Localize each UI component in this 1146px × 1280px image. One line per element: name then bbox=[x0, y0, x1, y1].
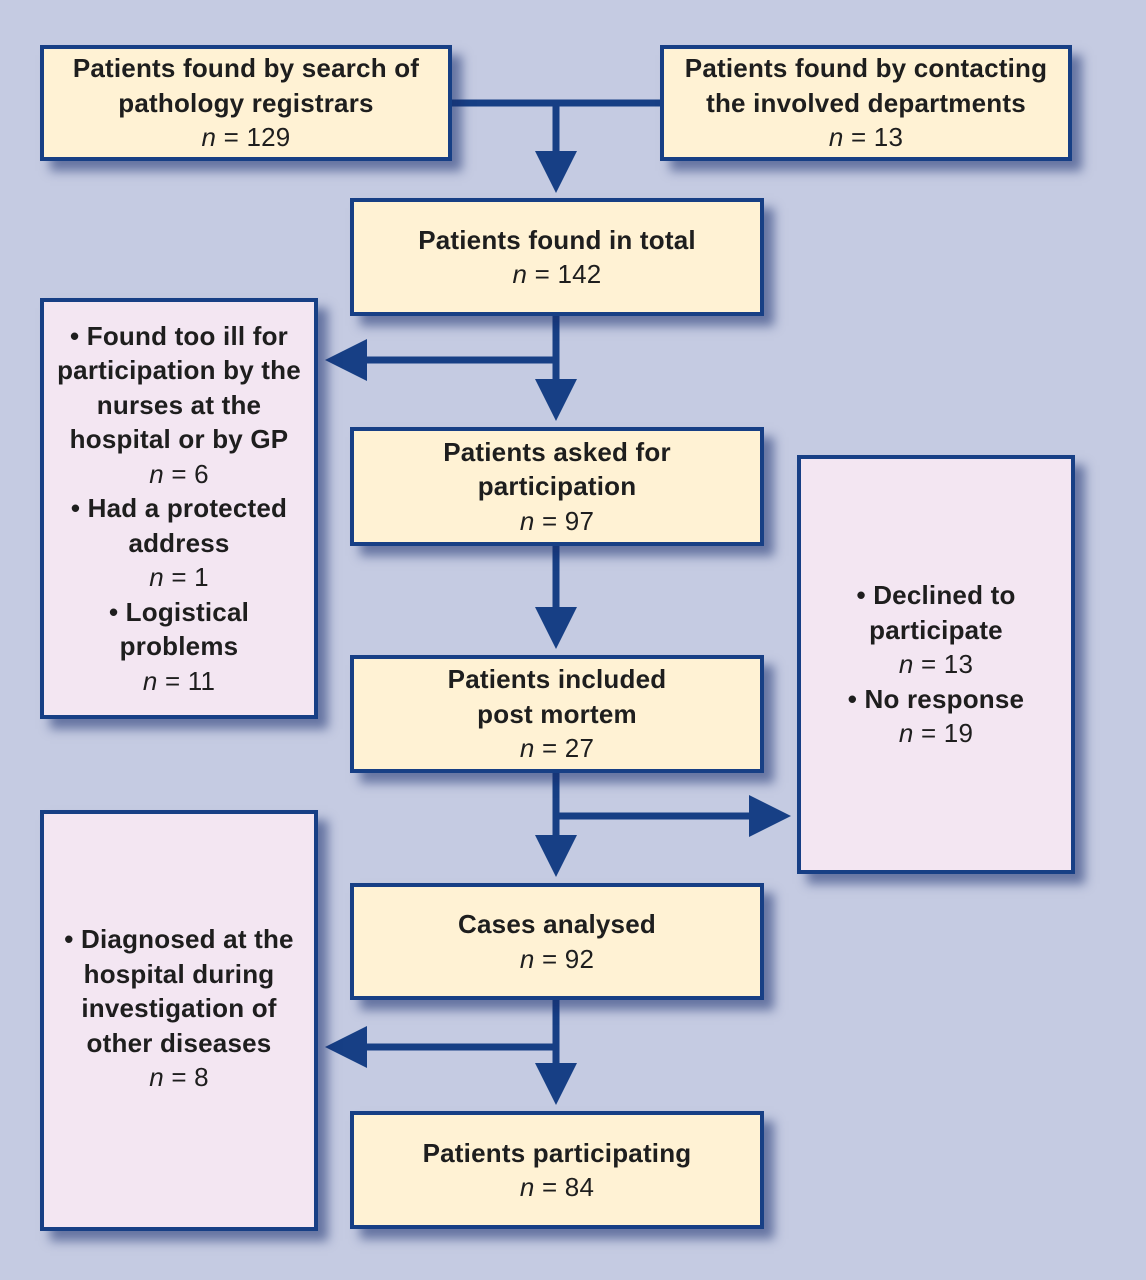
exclusion-text: nurses at the bbox=[96, 389, 262, 420]
exclusion-count: n = 19 bbox=[898, 718, 974, 749]
box-count: n = 92 bbox=[519, 943, 595, 974]
exclusion-text: hospital or by GP bbox=[69, 424, 289, 455]
box-text: Cases analysed bbox=[458, 909, 656, 939]
exclusion-text: hospital during bbox=[83, 958, 275, 989]
exclusion-text: • Diagnosed at the bbox=[64, 924, 294, 954]
box-text: Patients found by search of bbox=[72, 53, 420, 84]
exclusion-count: n = 8 bbox=[149, 1062, 209, 1092]
box-text: pathology registrars bbox=[118, 87, 374, 118]
exclusion-count: n = 6 bbox=[149, 458, 209, 489]
exclusion-text: • No response bbox=[847, 683, 1025, 714]
exclusion-count: n = 13 bbox=[898, 649, 974, 680]
exclusion-text: participation by the bbox=[57, 355, 301, 386]
box-text: Patients included bbox=[447, 664, 667, 695]
exclusion-text: • Had a protected bbox=[70, 493, 288, 524]
box-text: Patients found in total bbox=[418, 224, 696, 255]
box-included-post-mortem: Patients included post mortem n = 27 bbox=[350, 655, 764, 773]
box-cases-analysed: Cases analysed n = 92 bbox=[350, 883, 764, 1000]
box-count: n = 97 bbox=[519, 505, 595, 536]
box-found-total: Patients found in total n = 142 bbox=[350, 198, 764, 316]
exclusion-count: n = 1 bbox=[149, 562, 209, 593]
exclusion-box-before-asking: • Found too ill for participation by the… bbox=[40, 298, 318, 719]
exclusion-text: investigation of bbox=[81, 993, 277, 1023]
exclusion-text: other diseases bbox=[86, 1027, 272, 1058]
box-count: n = 129 bbox=[201, 122, 291, 153]
box-asked-participation: Patients asked for participation n = 97 bbox=[350, 427, 764, 546]
box-text: Patients found by contacting bbox=[684, 53, 1048, 84]
box-text: participation bbox=[477, 471, 637, 502]
box-count: n = 27 bbox=[519, 733, 595, 764]
exclusion-text: • Found too ill for bbox=[70, 320, 288, 351]
box-count: n = 84 bbox=[519, 1172, 595, 1202]
exclusion-text: address bbox=[128, 527, 230, 558]
exclusion-count: n = 11 bbox=[142, 665, 216, 696]
box-involved-departments: Patients found by contacting the involve… bbox=[660, 45, 1072, 161]
box-text: Patients participating bbox=[422, 1137, 692, 1168]
exclusion-text: problems bbox=[119, 631, 239, 662]
exclusion-text: • Declined to bbox=[856, 580, 1016, 611]
box-patients-participating: Patients participating n = 84 bbox=[350, 1111, 764, 1229]
box-pathology-registrars: Patients found by search of pathology re… bbox=[40, 45, 452, 161]
exclusion-box-after-analysis: • Diagnosed at the hospital during inves… bbox=[40, 810, 318, 1231]
box-text: post mortem bbox=[477, 698, 637, 729]
exclusion-text: • Logistical bbox=[108, 596, 250, 627]
box-count: n = 13 bbox=[828, 122, 904, 153]
box-text: the involved departments bbox=[706, 87, 1026, 118]
box-count: n = 142 bbox=[512, 259, 602, 289]
exclusion-text: participate bbox=[869, 614, 1003, 645]
exclusion-box-after-asking: • Declined to participate n = 13 • No re… bbox=[797, 455, 1075, 874]
box-text: Patients asked for bbox=[443, 436, 671, 467]
